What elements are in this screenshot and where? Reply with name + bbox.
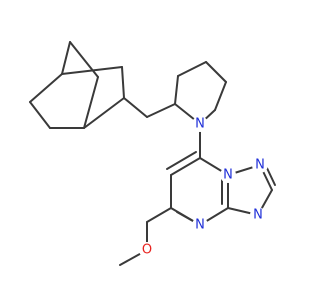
bond [61, 66, 123, 75]
bond [205, 61, 227, 83]
bond [83, 97, 125, 129]
atom-n-pyrrolidine: N [192, 116, 208, 132]
bond [61, 41, 71, 75]
atom-n-triazole-bottom: N [250, 207, 266, 223]
molecule-canvas: N N N N N O [29, 41, 276, 266]
bond [121, 66, 125, 99]
atom-label: N [223, 168, 233, 183]
bond [214, 81, 227, 111]
atom-label: N [195, 117, 205, 132]
atom-o-ether: O [139, 242, 155, 258]
bond [166, 151, 197, 170]
bond [29, 73, 63, 103]
atom-labels: N N N N N O [139, 116, 268, 258]
bond [146, 207, 172, 223]
bond [170, 157, 201, 176]
bonds [29, 41, 276, 266]
atom-n-fused-top: N [220, 167, 236, 183]
bond [174, 75, 179, 105]
bond [146, 103, 176, 118]
atom-label: O [142, 243, 152, 258]
bond [83, 76, 99, 129]
bond [177, 61, 207, 77]
bond [29, 101, 51, 129]
atom-label: N [255, 158, 265, 173]
atom-label: N [195, 218, 205, 233]
molecule-structure: N N N N N O [29, 41, 276, 266]
atom-label: N [253, 208, 263, 223]
atom-n-pyrimidine: N [192, 217, 208, 233]
bond [265, 165, 276, 186]
atom-n-triazole-right: N [252, 157, 268, 173]
bond [123, 97, 148, 118]
